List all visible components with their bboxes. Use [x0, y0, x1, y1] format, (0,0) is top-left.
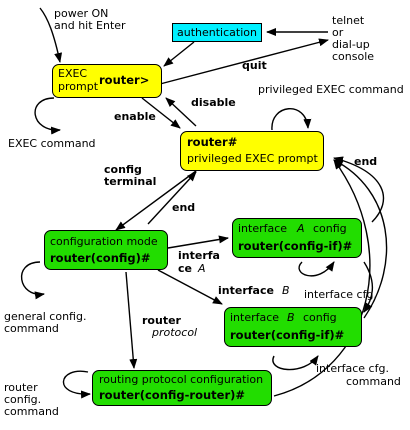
privileged-prompt: router# [187, 135, 238, 149]
general-config-label-2: command [4, 322, 59, 335]
power-on-label-line1: power ON [54, 7, 109, 20]
arrow-config-terminal [115, 170, 197, 231]
routing-protocol-config-box: routing protocol configuration router(co… [92, 370, 272, 406]
config-prompt: router(config)# [50, 251, 151, 265]
protocol-var-label: protocol [152, 326, 198, 339]
enable-label: enable [114, 110, 156, 123]
interface-b-box-var: B [287, 311, 295, 324]
router-config-label-2: config. [4, 393, 42, 406]
arrow-end-mid [147, 171, 197, 225]
arrow-router-protocol [125, 271, 138, 369]
loop-exec-command [34, 97, 61, 135]
arrow-end-from-iface-a [333, 156, 385, 223]
interface-a-arrow-label-2: ce [178, 262, 192, 275]
interface-cfg-label-b-2: command [346, 375, 401, 388]
prompt-label: prompt [58, 80, 99, 93]
arrow-end-from-routing [273, 159, 371, 397]
interface-a-box-label-2: config [313, 222, 347, 235]
arrow-enable [141, 97, 181, 129]
exec-command-label: EXEC command [8, 137, 96, 150]
arrow-end-from-iface-b [333, 159, 388, 319]
loop-interface-b [272, 355, 319, 371]
terminal-label: terminal [104, 175, 157, 188]
disable-label: disable [191, 96, 236, 109]
end-label-mid: end [172, 201, 196, 214]
interface-b-prompt: router(config-if)# [230, 328, 345, 342]
arrow-power-on [39, 7, 63, 63]
interface-a-box-label-1: interface [238, 222, 288, 235]
config-label: config [104, 163, 142, 176]
privileged-exec-command-label: privileged EXEC command [258, 83, 404, 96]
exec-mode-box: EXEC prompt router> [52, 64, 162, 98]
loop-privileged-command [271, 108, 312, 131]
authentication-box: authentication [172, 23, 262, 42]
interface-b-config-box: interface B config router(config-if)# [224, 307, 362, 347]
exec-prompt: router> [99, 73, 150, 87]
interface-b-arrow-var: B [282, 284, 290, 297]
loop-interface-a [298, 261, 335, 277]
console-label: console [332, 50, 375, 63]
arrow-interface-a [167, 235, 229, 249]
end-label-top: end [354, 155, 378, 168]
interface-a-config-box: interface A config router(config-if)# [232, 218, 362, 258]
quit-label: quit [242, 59, 267, 72]
exec-label: EXEC [58, 67, 88, 80]
arrow-iface-a-to-b [363, 261, 373, 313]
power-on-label-line2: and hit Enter [54, 19, 126, 32]
telnet-label: telnet [332, 14, 365, 27]
configuration-mode-box: configuration mode router(config)# [44, 230, 168, 270]
interface-b-box-label-2: config [303, 311, 337, 324]
authentication-label: authentication [177, 26, 257, 39]
arrow-disable [165, 97, 197, 127]
interface-a-prompt: router(config-if)# [238, 239, 353, 253]
interface-a-arrow-label-1: interfa [178, 249, 220, 262]
interface-a-box-var: A [297, 222, 305, 235]
router-command-label: router [142, 314, 181, 327]
routing-protocol-label: routing protocol configuration [99, 373, 264, 386]
arrow-auth-exec [163, 41, 195, 67]
interface-b-box-label-1: interface [230, 311, 280, 324]
interface-a-arrow-var: A [198, 262, 206, 275]
configuration-mode-label: configuration mode [50, 235, 158, 248]
arrow-interface-b [157, 269, 223, 305]
interface-cfg-label-b-1: interface cfg. [316, 362, 389, 375]
interface-b-arrow-label: interface [218, 284, 274, 297]
loop-general-config [21, 261, 45, 300]
dial-up-label: dial-up [332, 38, 370, 51]
general-config-label-1: general config. [4, 310, 87, 323]
interface-cfg-label-a: interface cfg. [304, 288, 377, 301]
arrow-quit [159, 38, 329, 85]
router-config-label-1: router [4, 381, 38, 394]
privileged-exec-box: router# privileged EXEC prompt [180, 131, 324, 171]
routing-prompt: router(config-router)# [99, 388, 246, 402]
router-config-label-3: command [4, 405, 59, 418]
or-label: or [332, 26, 344, 39]
loop-router-config [62, 370, 91, 399]
privileged-exec-prompt-label: privileged EXEC prompt [187, 152, 318, 165]
